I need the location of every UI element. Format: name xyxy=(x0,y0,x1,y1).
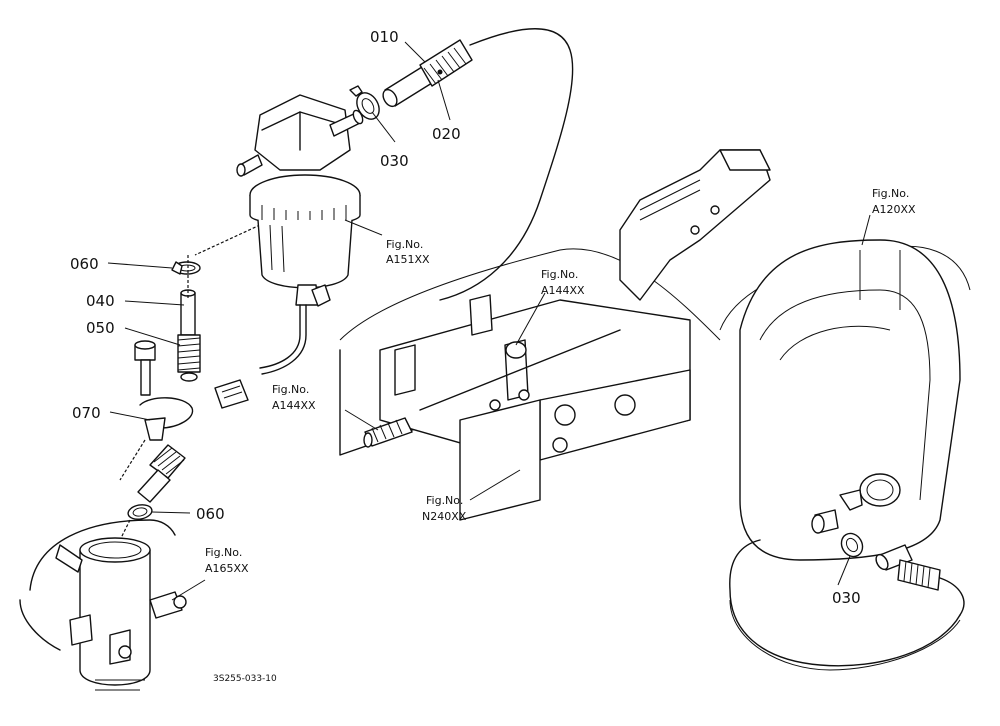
drawing-code: 3S255-033-10 xyxy=(213,674,277,684)
part-label-060-lower: 060 xyxy=(196,505,225,523)
spring-050 xyxy=(177,334,201,382)
clamp-060-lower xyxy=(127,504,153,520)
fig-ref-a165-line2: A165XX xyxy=(205,562,249,575)
fig-ref-n240-line1: Fig.No. xyxy=(426,494,463,507)
clamp-030-lower xyxy=(840,532,864,558)
spring-020 xyxy=(419,39,473,87)
part-label-020: 020 xyxy=(432,125,461,143)
part-label-060-top: 060 xyxy=(70,255,99,273)
fig-ref-a151-line1: Fig.No. xyxy=(386,238,423,251)
fuel-tank xyxy=(719,239,971,671)
cable-tie-070 xyxy=(139,397,194,441)
fitting-a165 xyxy=(19,519,187,691)
clamp-060-top xyxy=(171,261,201,275)
leader-lines xyxy=(107,41,871,601)
part-label-030-top: 030 xyxy=(380,152,409,170)
fig-ref-a120-line2: A120XX xyxy=(872,203,916,216)
fig-ref-a144-lower-line1: Fig.No. xyxy=(272,383,309,396)
fuel-hose-left-leader xyxy=(194,224,261,256)
part-label-050: 050 xyxy=(86,319,115,337)
fuel-filter-assembly xyxy=(236,94,364,375)
hose-section-lower xyxy=(137,444,186,503)
fig-ref-a165-line1: Fig.No. xyxy=(205,546,242,559)
fig-ref-a120-line1: Fig.No. xyxy=(872,187,909,200)
clamp-030-top xyxy=(349,85,380,120)
part-label-010: 010 xyxy=(370,28,399,46)
fuel-hose-lower xyxy=(729,539,961,667)
part-label-030-lower: 030 xyxy=(832,589,861,607)
part-label-040: 040 xyxy=(86,292,115,310)
fig-ref-a144-lower-line2: A144XX xyxy=(272,399,316,412)
sensor-plug-left xyxy=(134,340,156,396)
upper-mount xyxy=(619,149,771,301)
bracket-assembly xyxy=(339,248,721,521)
part-label-070: 070 xyxy=(72,404,101,422)
fig-ref-a144-upper-line1: Fig.No. xyxy=(541,268,578,281)
fig-ref-a151-line2: A151XX xyxy=(386,253,430,266)
fig-ref-n240-line2: N240XX xyxy=(422,510,467,523)
fig-ref-a144-upper-line2: A144XX xyxy=(541,284,585,297)
fuel-hose-top xyxy=(439,28,574,301)
hose-end-lower xyxy=(875,544,965,616)
sensor-connector xyxy=(214,379,249,409)
